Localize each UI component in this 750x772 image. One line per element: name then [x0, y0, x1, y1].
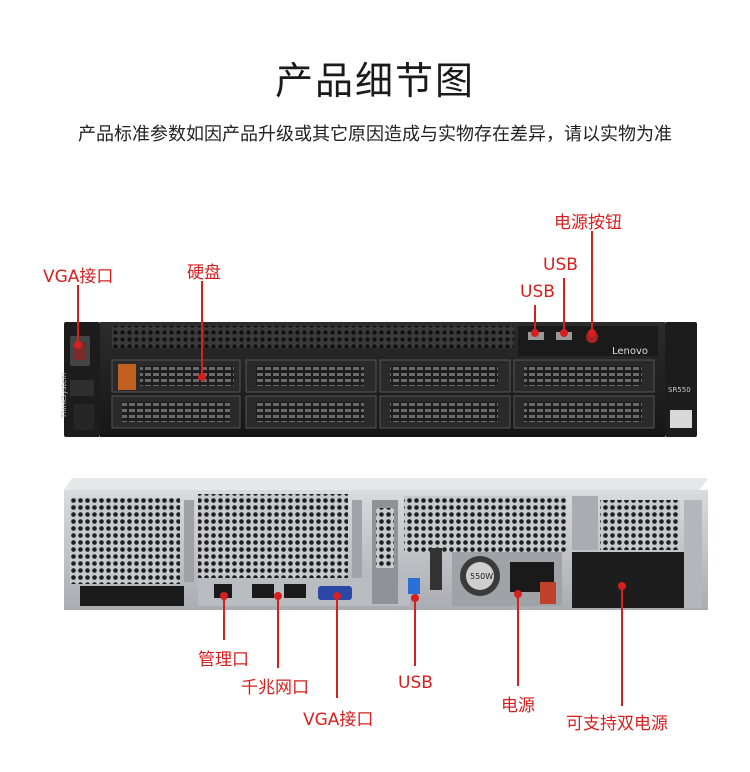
leader-rear-vga [336, 598, 338, 698]
label-front-usb-2: USB [543, 255, 578, 275]
leader-front-usb-1 [534, 305, 536, 333]
label-mgmt: 管理口 [198, 650, 249, 670]
leader-rear-usb [414, 600, 416, 666]
label-front-usb-1: USB [520, 282, 555, 302]
label-power: 电源 [501, 696, 535, 716]
label-gbe: 千兆网口 [241, 678, 309, 698]
label-power-button: 电源按钮 [554, 213, 622, 233]
marker-rear-usb [411, 594, 419, 602]
leader-front-vga [77, 285, 79, 345]
label-rear-usb: USB [398, 673, 433, 693]
rear-panel [64, 478, 708, 610]
label-disk: 硬盘 [187, 263, 221, 283]
model-label: SR550 [668, 386, 691, 394]
thinksystem-logo: ThinkSystem [60, 373, 68, 419]
label-rear-vga: VGA接口 [303, 710, 374, 730]
marker-mgmt [220, 592, 228, 600]
leader-mgmt [223, 598, 225, 640]
leader-power-button [591, 231, 593, 333]
marker-power [514, 590, 522, 598]
marker-gbe [274, 592, 282, 600]
leader-disk [201, 281, 203, 377]
page-title: 产品细节图 [274, 59, 475, 103]
leader-dual-power [621, 588, 623, 706]
lenovo-logo: Lenovo [612, 346, 649, 357]
marker-front-usb-1 [531, 329, 539, 337]
front-panel [64, 322, 697, 437]
label-dual-power: 可支持双电源 [566, 714, 668, 734]
marker-dual-power [618, 582, 626, 590]
leader-front-usb-2 [563, 278, 565, 333]
marker-front-vga [74, 341, 82, 349]
leader-gbe [277, 598, 279, 668]
psu-rating: 550W [470, 572, 493, 581]
label-front-vga: VGA接口 [43, 267, 114, 287]
marker-power-button [588, 329, 596, 337]
page-subtitle: 产品标准参数如因产品升级或其它原因造成与实物存在差异，请以实物为准 [78, 124, 672, 145]
marker-disk [198, 373, 206, 381]
marker-front-usb-2 [560, 329, 568, 337]
marker-rear-vga [333, 592, 341, 600]
leader-power [517, 596, 519, 686]
